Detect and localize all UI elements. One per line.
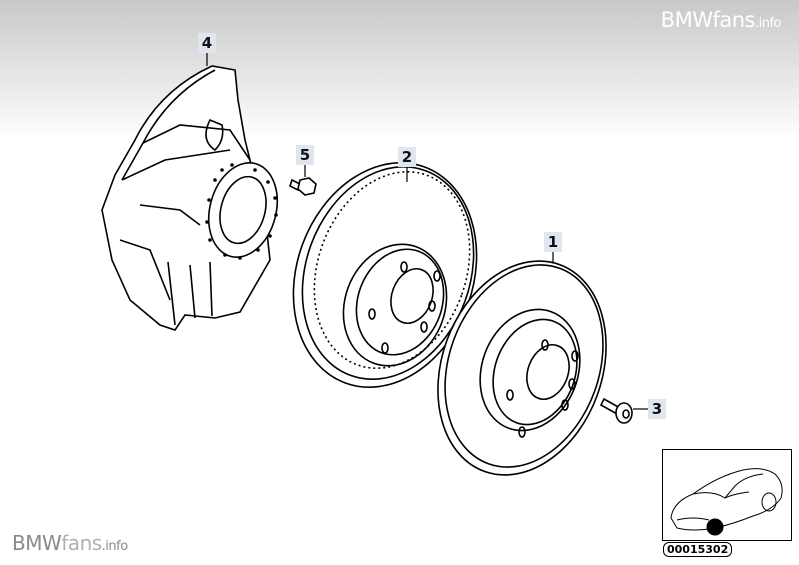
ventilated-brake-disc-drawing [292, 162, 478, 388]
callout-part-3[interactable]: 3 [648, 399, 666, 419]
callout-part-2[interactable]: 2 [398, 147, 416, 167]
watermark-bottom-light: fans [61, 531, 102, 555]
screw-drawing [599, 397, 633, 424]
watermark-top-main: BMWfans [660, 8, 756, 32]
header-gradient [0, 0, 799, 140]
protection-plate-drawing [101, 65, 279, 331]
callout-part-1[interactable]: 1 [544, 232, 562, 252]
watermark-top: BMWfans.info [660, 8, 782, 32]
diagram-code: 00015302 [663, 542, 733, 557]
watermark-bottom: BMWfans.info [12, 531, 128, 555]
watermark-bottom-dark: BMW [12, 531, 62, 555]
vehicle-locator-inset [662, 449, 792, 541]
solid-brake-disc-drawing [437, 260, 607, 476]
watermark-bottom-suffix: .info [101, 539, 129, 554]
watermark-top-suffix: .info [754, 16, 782, 31]
callout-leader-lines [206, 52, 648, 410]
callout-part-4[interactable]: 4 [198, 33, 216, 53]
hex-bolt-drawing [289, 177, 317, 196]
callout-part-5[interactable]: 5 [296, 145, 314, 165]
plate-bolt-holes [205, 163, 278, 260]
car-front-wheel-locator-icon [670, 468, 783, 536]
